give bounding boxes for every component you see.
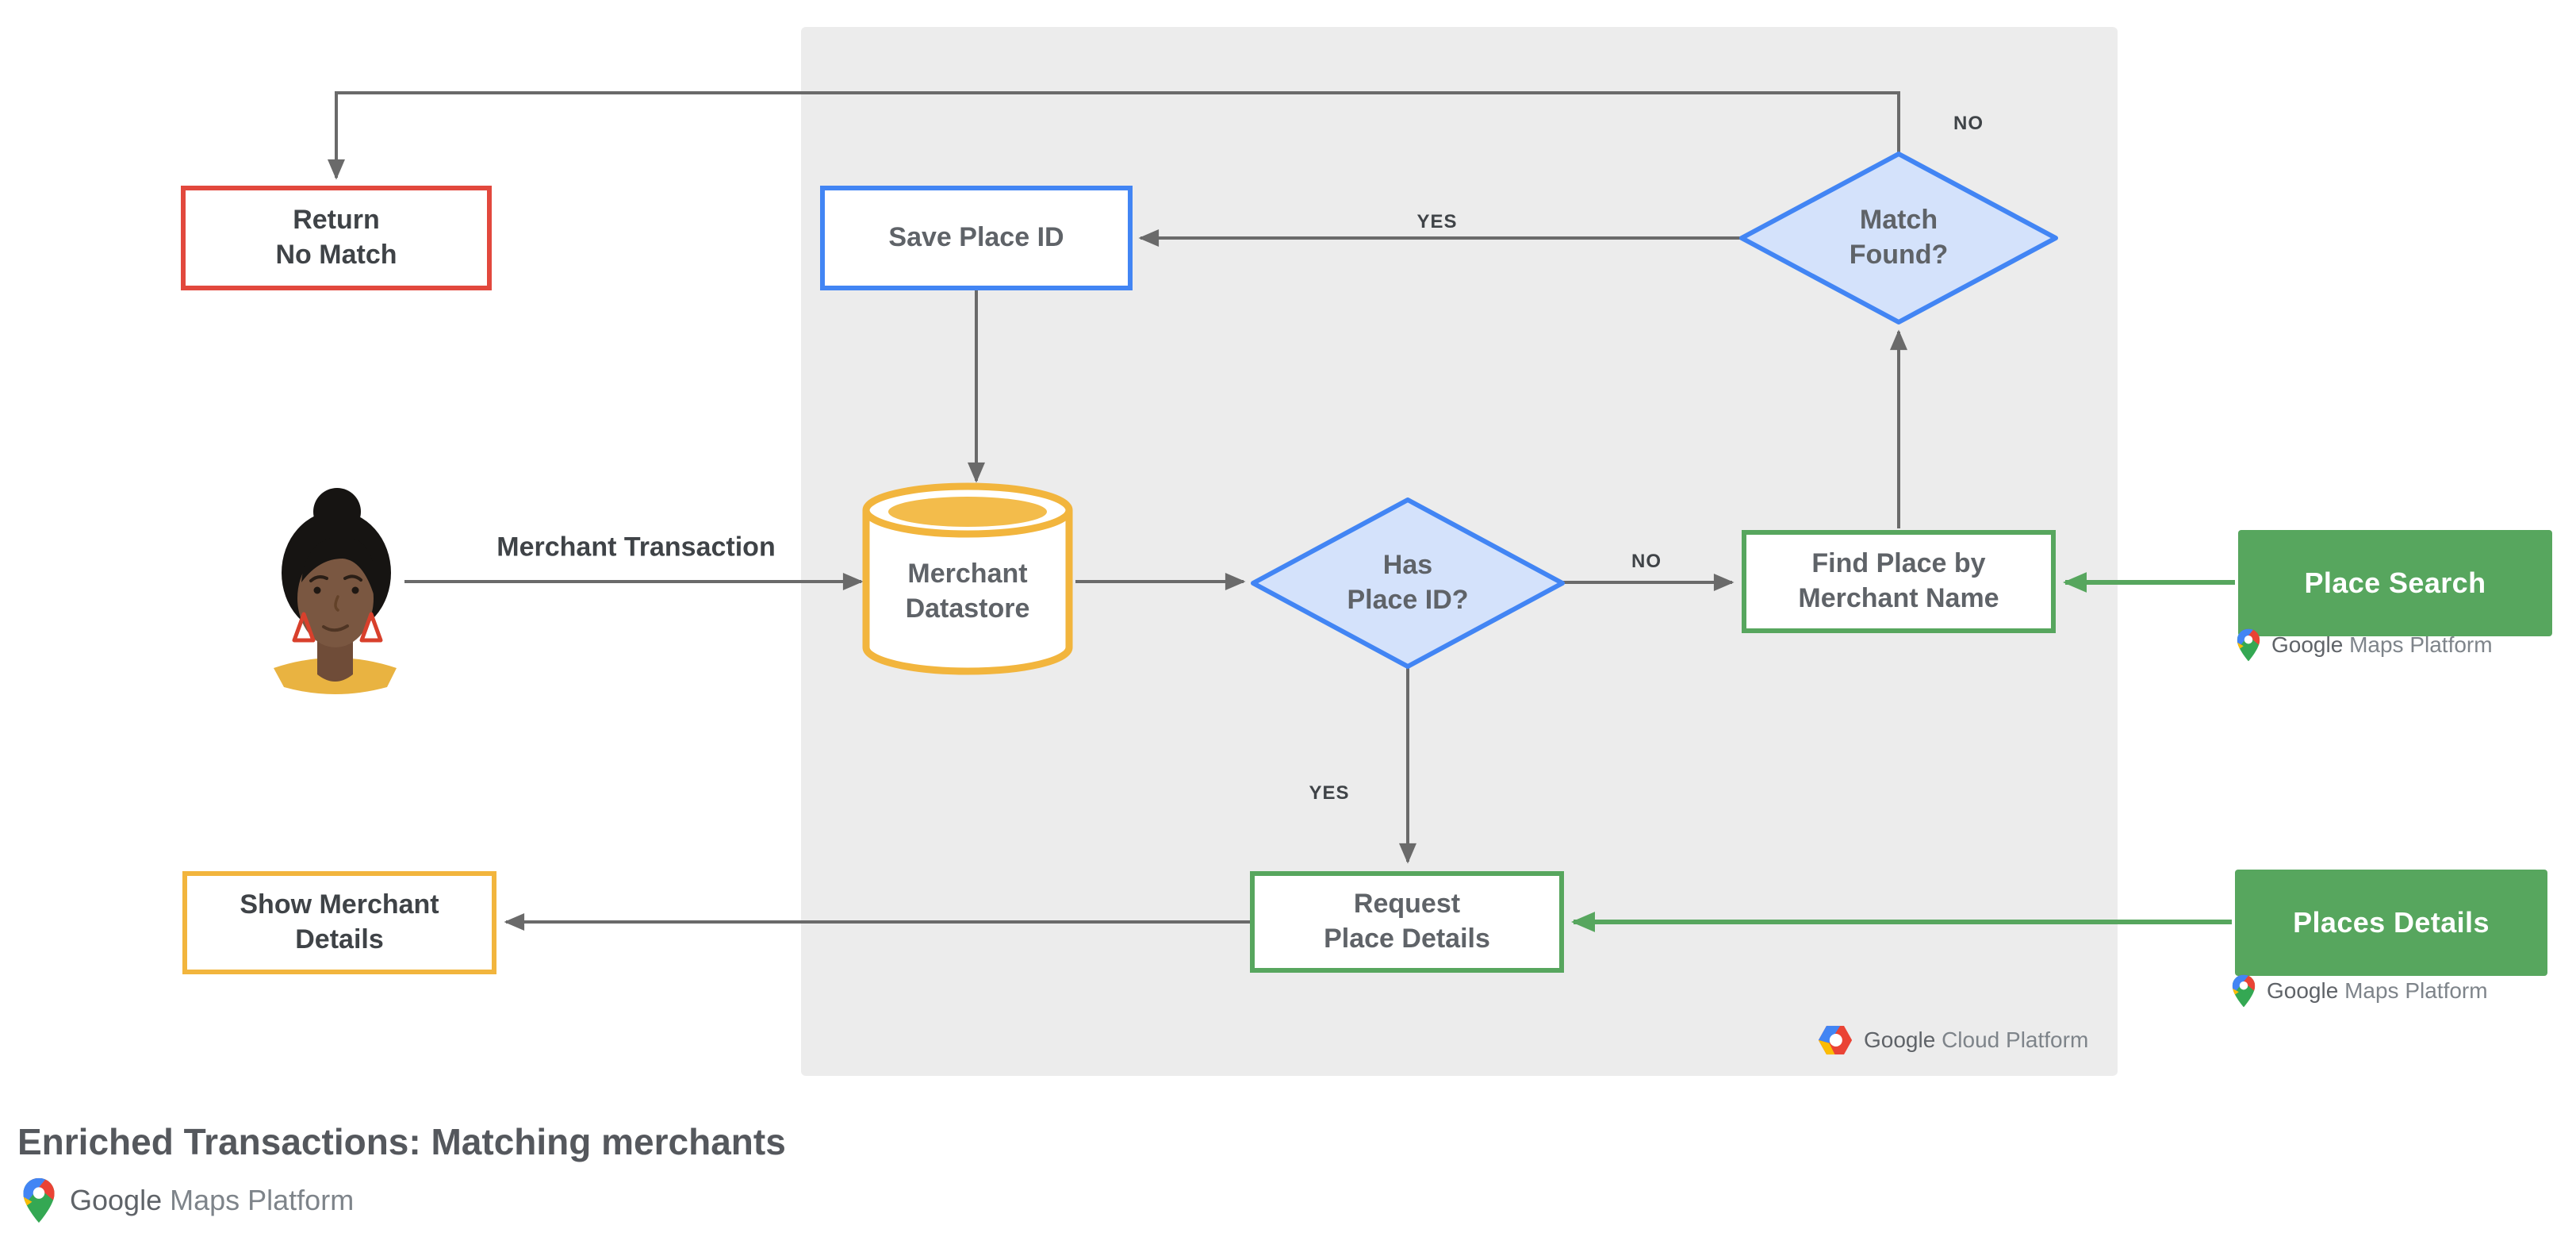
- maps-pin-icon: [23, 1177, 55, 1223]
- logo-text-google: Google: [2271, 632, 2344, 657]
- maps-pin-icon: [2232, 974, 2256, 1008]
- node-show-merchant-details: Show Merchant Details: [182, 871, 496, 974]
- logo-text-product: Maps Platform: [170, 1184, 355, 1216]
- edge-label-no-match: NO: [1953, 113, 1984, 134]
- node-places-details-api: Places Details: [2235, 870, 2547, 976]
- maps-platform-logo-place-search: Google Maps Platform: [2237, 628, 2493, 662]
- has-place-id-label: Has Place ID?: [1347, 550, 1469, 615]
- maps-platform-logo-places-details: Google Maps Platform: [2232, 974, 2488, 1008]
- match-found-label: Match Found?: [1849, 205, 1949, 270]
- logo-text-product: Maps Platform: [2349, 632, 2493, 657]
- edge-label-yes-hasplaceid: YES: [1309, 782, 1350, 804]
- node-find-place-by-merchant-name: Find Place by Merchant Name: [1742, 530, 2056, 633]
- node-place-search-api: Place Search: [2238, 530, 2552, 636]
- edge-label-no-hasplaceid: NO: [1631, 551, 1662, 572]
- edge-label-yes-match: YES: [1416, 211, 1458, 232]
- logo-text-product: Maps Platform: [2344, 978, 2488, 1003]
- maps-pin-icon: [2237, 628, 2260, 662]
- merchant-transaction-label: Merchant Transaction: [496, 532, 776, 563]
- logo-text-google: Google: [2267, 978, 2339, 1003]
- node-return-no-match: Return No Match: [181, 186, 492, 290]
- node-save-place-id: Save Place ID: [820, 186, 1133, 290]
- logo-text-google: Google: [70, 1184, 163, 1216]
- google-cloud-platform-logo: Google Cloud Platform: [1818, 1025, 2088, 1055]
- logo-text-google: Google: [1864, 1027, 1936, 1052]
- user-avatar: [274, 488, 397, 694]
- maps-platform-logo-footer: Google Maps Platform: [22, 1177, 354, 1223]
- cloud-hexagon-icon: [1818, 1025, 1853, 1055]
- merchant-datastore-label: Merchant Datastore: [905, 559, 1030, 624]
- node-request-place-details: Request Place Details: [1250, 871, 1564, 973]
- logo-text-product: Cloud Platform: [1942, 1027, 2089, 1052]
- diagram-title: Enriched Transactions: Matching merchant…: [17, 1121, 786, 1162]
